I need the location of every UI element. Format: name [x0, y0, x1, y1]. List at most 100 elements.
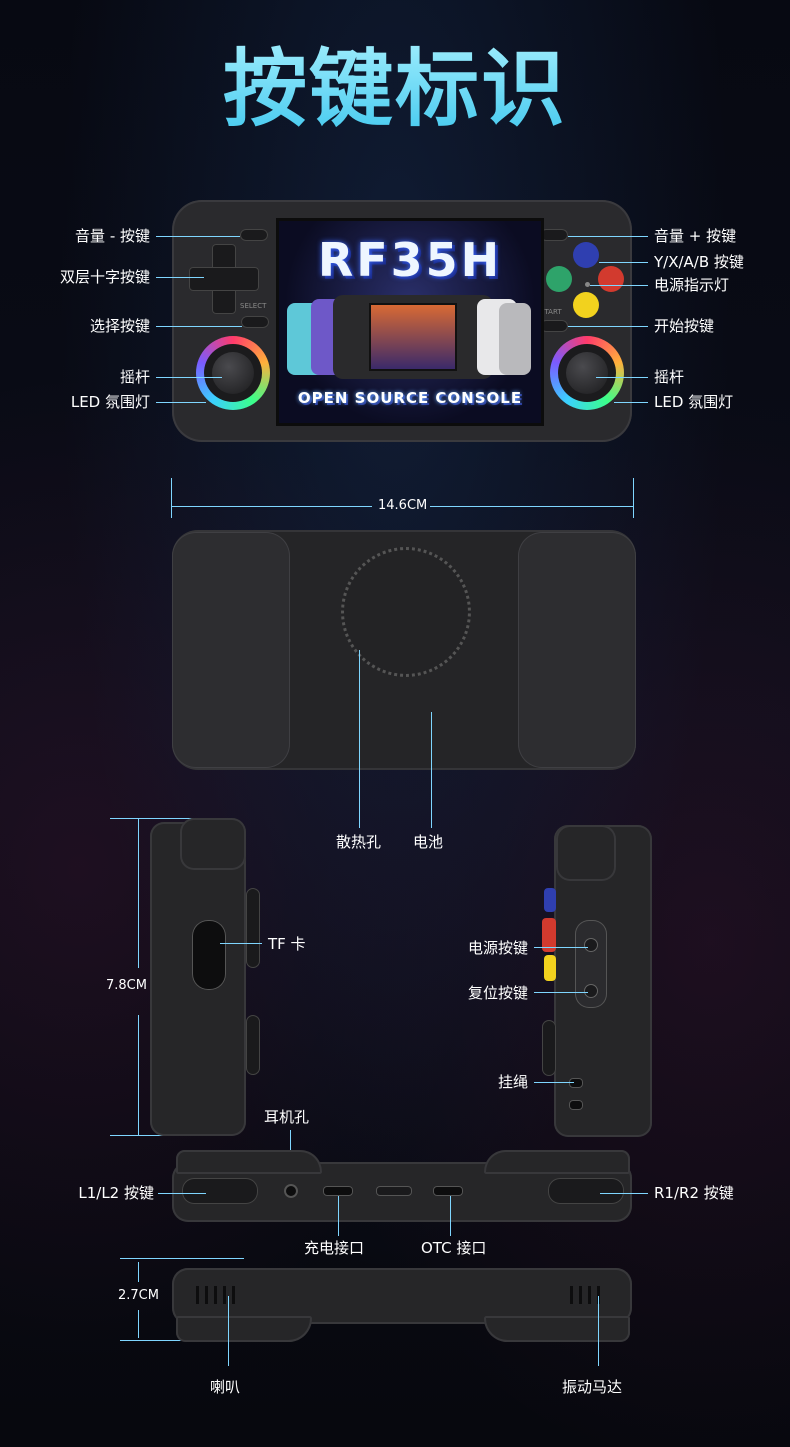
lanyard-slot [569, 1100, 583, 1110]
leader-power-btn [534, 947, 588, 948]
select-key[interactable] [241, 316, 269, 328]
leader-start [568, 326, 648, 327]
back-grip-right [518, 532, 636, 768]
side-y-button [544, 888, 556, 912]
label-speaker: 喇叭 [210, 1378, 241, 1396]
right-joystick-led[interactable] [550, 336, 624, 410]
depth-dim-bottom-tick [120, 1340, 210, 1341]
otg-port[interactable] [433, 1186, 463, 1196]
leader-charge [338, 1196, 339, 1236]
page-title: 按键标识 [0, 22, 790, 143]
right-side-bumper [556, 825, 616, 881]
label-charge: 充电接口 [304, 1239, 365, 1257]
lanyard-hole[interactable] [569, 1078, 583, 1088]
height-dim-line-top [138, 818, 139, 968]
height-dim-line-bottom [138, 1015, 139, 1135]
screen-console-row [287, 295, 531, 383]
leader-tf [220, 943, 262, 944]
label-stick-left: 摇杆 [119, 368, 150, 386]
label-headphone: 耳机孔 [264, 1108, 310, 1126]
r1-r2-keys[interactable] [548, 1178, 624, 1204]
height-dim-bottom-tick [110, 1135, 180, 1136]
power-button[interactable] [584, 938, 598, 952]
leader-r1r2 [600, 1193, 648, 1194]
label-volume-minus: 音量 - 按键 [75, 227, 150, 245]
speaker-grille [196, 1286, 236, 1304]
leader-volume-minus [156, 236, 240, 237]
back-grip-left [172, 532, 290, 768]
leader-led-right [614, 402, 648, 403]
vent-holes [341, 547, 471, 677]
leader-select [156, 326, 242, 327]
label-led-left: LED 氛围灯 [70, 393, 150, 411]
side-b-button [544, 955, 556, 981]
x-button[interactable] [546, 266, 572, 292]
leader-speaker [228, 1296, 229, 1366]
dpad[interactable] [184, 244, 268, 314]
screen: RF35H OPEN SOURCE CONSOLE [276, 218, 544, 426]
leader-motor [598, 1296, 599, 1366]
l1-l2-keys[interactable] [182, 1178, 258, 1204]
height-dim-top-tick [110, 818, 220, 819]
label-lanyard: 挂绳 [497, 1073, 528, 1091]
start-key[interactable] [540, 320, 568, 332]
top-edge-left-hump [176, 1150, 322, 1174]
left-side-button-stub [246, 888, 260, 968]
label-r1r2: R1/R2 按键 [654, 1184, 734, 1202]
label-vent: 散热孔 [336, 833, 382, 851]
label-volume-plus: 音量 + 按键 [654, 227, 737, 245]
left-joystick-led[interactable] [196, 336, 270, 410]
label-stick-right: 摇杆 [654, 368, 685, 386]
label-reset-btn: 复位按键 [467, 984, 528, 1002]
side-a-button [542, 918, 556, 952]
y-button[interactable] [573, 242, 599, 268]
width-dim-right-tick [633, 478, 634, 518]
leader-vent [359, 650, 360, 828]
a-button[interactable] [598, 266, 624, 292]
screen-logo: RF35H [317, 233, 503, 287]
leader-yxab [599, 262, 648, 263]
label-otg: OTC 接口 [421, 1239, 487, 1257]
leader-otg [450, 1196, 451, 1236]
volume-plus-key[interactable] [540, 229, 568, 241]
label-dpad: 双层十字按键 [59, 268, 150, 286]
label-power-led: 电源指示灯 [654, 276, 730, 294]
top-edge-right-hump [484, 1150, 630, 1174]
depth-dim-top-tick [120, 1258, 244, 1259]
leader-lanyard [534, 1082, 574, 1083]
charge-port[interactable] [323, 1186, 353, 1196]
screen-tagline: OPEN SOURCE CONSOLE [297, 389, 523, 407]
leader-stick-left [156, 377, 222, 378]
leader-reset-btn [534, 992, 588, 993]
depth-dim-line-bottom [138, 1310, 139, 1338]
volume-minus-key[interactable] [240, 229, 268, 241]
width-dim: 14.6CM [378, 498, 428, 513]
left-side-bumper [180, 818, 246, 870]
label-battery: 电池 [413, 833, 444, 851]
bottom-edge-right-hump [484, 1316, 630, 1342]
bottom-edge-left-hump [176, 1316, 312, 1342]
headphone-jack[interactable] [284, 1184, 298, 1198]
label-yxab: Y/X/A/B 按键 [654, 253, 744, 271]
device-bottom-edge [172, 1268, 632, 1324]
select-mark: SELECT [240, 302, 267, 310]
leader-l1l2 [158, 1193, 206, 1194]
motor-mark [570, 1286, 604, 1304]
leader-battery [431, 712, 432, 828]
tf-card-slot[interactable] [192, 920, 226, 990]
depth-dim-line-top [138, 1262, 139, 1282]
label-tf: TF 卡 [268, 935, 306, 953]
b-button[interactable] [573, 292, 599, 318]
label-motor: 振动马达 [562, 1378, 623, 1396]
label-select: 选择按键 [89, 317, 150, 335]
start-mark: START [540, 308, 562, 316]
height-dim: 7.8CM [106, 978, 147, 993]
label-l1l2: L1/L2 按键 [78, 1184, 154, 1202]
label-start: 开始按键 [654, 317, 715, 335]
width-dim-line-left [172, 506, 372, 507]
width-dim-line-right [430, 506, 633, 507]
top-edge-slot [376, 1186, 412, 1196]
label-power-btn: 电源按键 [467, 939, 528, 957]
reset-button[interactable] [584, 984, 598, 998]
depth-dim: 2.7CM [118, 1288, 159, 1303]
